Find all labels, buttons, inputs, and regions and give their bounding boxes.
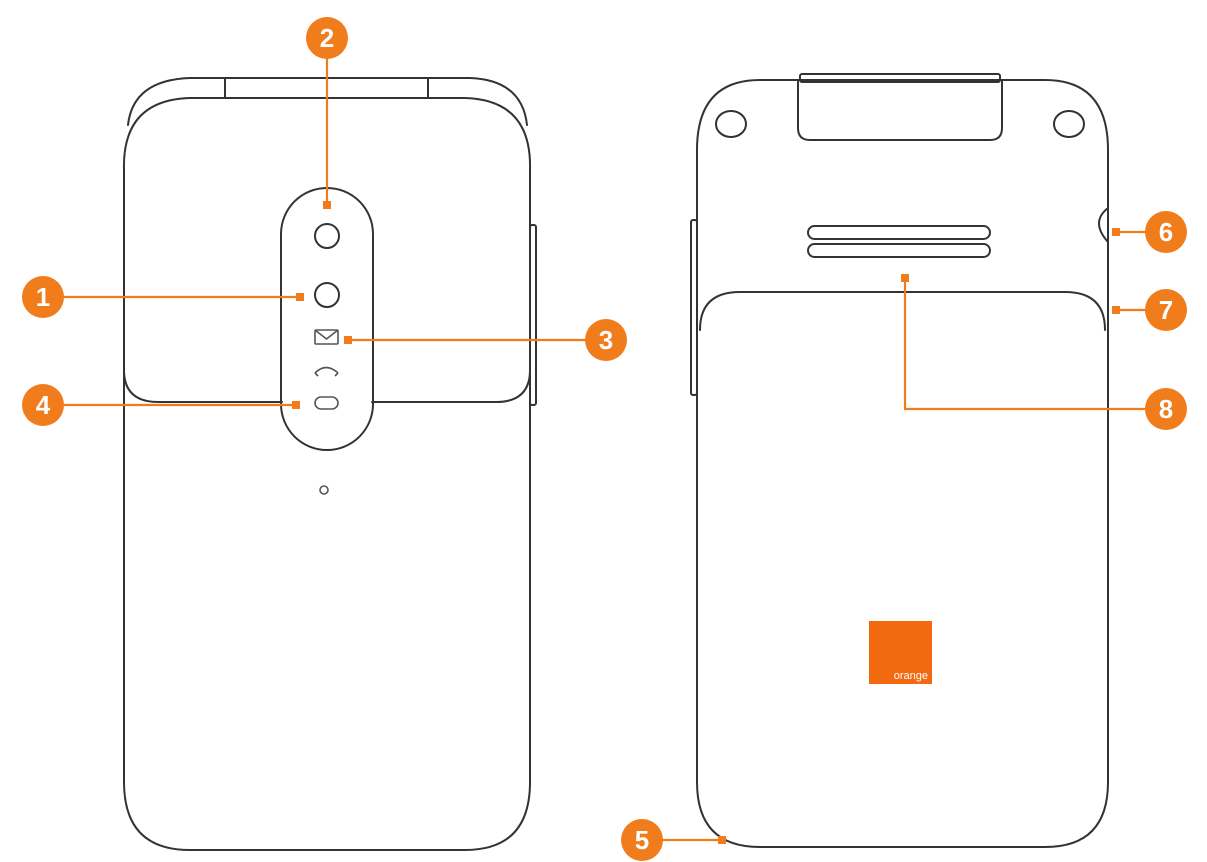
back-hinge bbox=[797, 79, 1003, 141]
lanyard-notch bbox=[1098, 207, 1109, 243]
svg-text:5: 5 bbox=[635, 825, 649, 855]
svg-text:6: 6 bbox=[1159, 217, 1173, 247]
svg-text:7: 7 bbox=[1159, 295, 1173, 325]
callout-2: 2 bbox=[306, 17, 348, 209]
orange-logo: orange bbox=[869, 621, 932, 684]
front-upper-shell bbox=[127, 77, 528, 126]
callout-5: 5 bbox=[621, 819, 726, 861]
front-camera-lens-icon bbox=[314, 223, 340, 249]
callout-4: 4 bbox=[22, 384, 300, 426]
phone-front-view bbox=[122, 77, 537, 851]
message-icon bbox=[314, 329, 339, 345]
status-light-icon bbox=[314, 396, 339, 410]
speaker-grille-slot-2 bbox=[807, 243, 991, 258]
orange-logo-square bbox=[869, 621, 932, 684]
svg-text:4: 4 bbox=[36, 390, 51, 420]
front-indicator-pill bbox=[280, 187, 374, 451]
callout-8: 8 bbox=[901, 274, 1187, 430]
callout-3: 3 bbox=[344, 319, 627, 361]
callout-7: 7 bbox=[1112, 289, 1187, 331]
orange-logo-text: orange bbox=[894, 670, 928, 682]
front-mic-hole bbox=[319, 485, 329, 495]
battery-cover bbox=[699, 291, 1106, 331]
callout-6: 6 bbox=[1112, 211, 1187, 253]
svg-text:8: 8 bbox=[1159, 394, 1173, 424]
back-side-key bbox=[690, 219, 698, 396]
call-icon bbox=[314, 366, 339, 377]
callout-1: 1 bbox=[22, 276, 304, 318]
front-body bbox=[122, 97, 532, 851]
front-side-key bbox=[529, 224, 537, 406]
screw-right bbox=[1053, 110, 1085, 138]
svg-text:3: 3 bbox=[599, 325, 613, 355]
phone-back-view: orange bbox=[690, 73, 1109, 848]
screw-left bbox=[715, 110, 747, 138]
back-body bbox=[696, 79, 1109, 848]
front-sensor-icon bbox=[314, 282, 340, 308]
svg-text:1: 1 bbox=[36, 282, 50, 312]
speaker-grille-slot-1 bbox=[807, 225, 991, 240]
back-hinge-top bbox=[799, 73, 1001, 83]
svg-text:2: 2 bbox=[320, 23, 334, 53]
